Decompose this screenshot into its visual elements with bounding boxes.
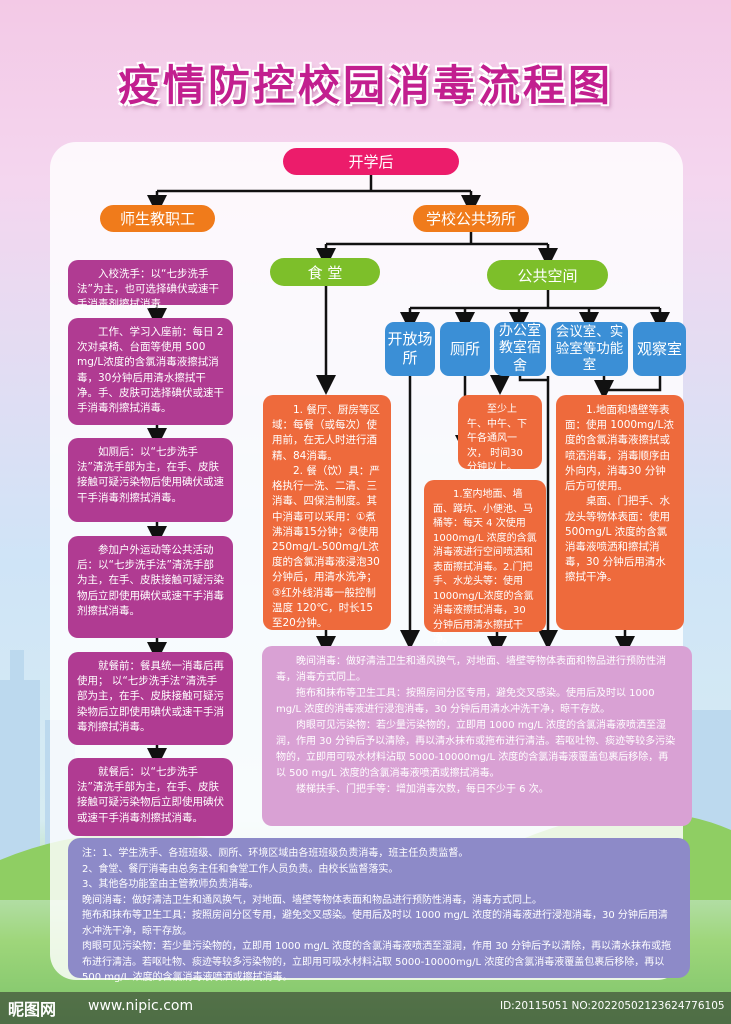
func-text-2: 桌面、门把手、水龙头等物体表面：使用500mg/L 浓度的含氯消毒液喷洒和擦拭消…	[565, 495, 670, 584]
office-text: 至少上午、中午、下午各通风一次， 时间30 分钟以上。	[467, 404, 527, 473]
room-observation: 观察室	[633, 322, 686, 376]
public-places-node: 学校公共场所	[413, 205, 529, 232]
watermark-site: www.nipic.com	[88, 998, 194, 1014]
step-after-toilet: 如厕后：以“七步洗手法”清洗手部为主，在手、皮肤接触可疑污染物后使用碘伏或速干手…	[68, 438, 233, 522]
note-6: 肉眼可见污染物：若少量污染物的，立即用 1000 mg/L 浓度的含氯消毒液喷洒…	[82, 941, 672, 983]
staff-node: 师生教职工	[100, 205, 215, 232]
step-before-meal: 就餐前：餐具统一消毒后再使用； 以“七步洗手法”清洗手部为主，在手、皮肤接触可疑…	[68, 652, 233, 745]
common-text-2: 拖布和抹布等卫生工具：按照房间分区专用，避免交叉感染。使用后及时以 1000 m…	[276, 688, 655, 715]
note-4: 晚间消毒：做好清洁卫生和通风换气，对地面、墙壁等物体表面和物品进行预防性消毒，消…	[82, 894, 542, 906]
canteen-text-1: 1. 餐厅、厨房等区域：每餐（或每次）使用前，在无人时进行酒精、84消毒。	[272, 404, 380, 462]
canteen-disinfection: 1. 餐厅、厨房等区域：每餐（或每次）使用前，在无人时进行酒精、84消毒。 2.…	[263, 395, 391, 630]
room-toilet: 厕所	[440, 322, 490, 376]
function-room-disinfection: 1.地面和墙壁等表面：使用 1000mg/L浓度的含氯消毒液擦拭或 喷洒消毒，消…	[556, 395, 684, 630]
note-3: 3、其他各功能室由主管教师负责消毒。	[82, 879, 259, 890]
toilet-disinfection: 1.室内地面、墙面、蹲坑、小便池、马桶等：每天 4 次使用 1000mg/L 浓…	[424, 480, 546, 645]
canteen-node: 食 堂	[270, 258, 380, 286]
page-title: 疫情防控校园消毒流程图	[117, 61, 613, 110]
note-2: 2、食堂、餐厅消毒由总务主任和食堂工作人员负责。由校长监督落实。	[82, 863, 399, 875]
note-1: 注：1、学生洗手、各班班级、厕所、环境区域由各班班级负责消毒，班主任负责监督。	[82, 848, 469, 859]
watermark-id: ID:20115051 NO:20220502123624776105	[500, 1000, 725, 1012]
common-text-1: 晚间消毒：做好清洁卫生和通风换气，对地面、墙壁等物体表面和物品进行预防性消毒，消…	[276, 656, 666, 683]
step-enter-school: 入校洗手：以“七步洗手法”为主，也可选择碘伏或速干手消毒剂擦拭消毒。	[68, 260, 233, 310]
common-text-3: 肉眼可见污染物：若少量污染物的，立即用 1000 mg/L 浓度的含氯消毒液喷洒…	[276, 720, 676, 779]
func-text-1: 1.地面和墙壁等表面：使用 1000mg/L浓度的含氯消毒液擦拭或 喷洒消毒，消…	[565, 404, 674, 493]
note-5: 拖布和抹布等卫生工具：按照房间分区专用，避免交叉感染。使用后及时以 1000 m…	[82, 910, 668, 937]
start-node: 开学后	[283, 148, 459, 175]
room-open-area: 开放场所	[385, 322, 435, 376]
toilet-text: 1.室内地面、墙面、蹲坑、小便池、马桶等：每天 4 次使用 1000mg/L 浓…	[433, 489, 537, 645]
step-before-seat: 工作、学习入座前：每日 2次对桌椅、台面等使用 500 mg/L浓度的含氯消毒液…	[68, 318, 233, 425]
public-space-node: 公共空间	[487, 260, 608, 290]
canteen-text-2: 2. 餐（饮）具：严格执行一洗、二清、三消毒、四保洁制度。其中消毒可以采用：①煮…	[272, 464, 380, 630]
watermark-logo: 昵图网	[8, 1000, 57, 1019]
common-disinfection: 晚间消毒：做好清洁卫生和通风换气，对地面、墙壁等物体表面和物品进行预防性消毒，消…	[262, 646, 692, 826]
watermark-bar	[0, 992, 731, 1024]
common-text-4: 楼梯扶手、门把手等：增加消毒次数，每日不少于 6 次。	[296, 784, 549, 795]
office-ventilation: 至少上午、中午、下午各通风一次， 时间30 分钟以上。	[458, 395, 542, 473]
step-after-activity: 参加户外运动等公共活动后：以“七步洗手法”清洗手部为主，在手、皮肤接触可疑污染物…	[68, 536, 233, 638]
room-function: 会议室、实验室等功能室	[551, 322, 628, 376]
room-office: 办公室教室宿舍	[494, 322, 546, 376]
notes-box: 注：1、学生洗手、各班班级、厕所、环境区域由各班班级负责消毒，班主任负责监督。 …	[68, 838, 690, 983]
step-after-meal: 就餐后：以“七步洗手法”清洗手部为主，在手、皮肤接触可疑污染物后立即使用碘伏或速…	[68, 758, 233, 836]
